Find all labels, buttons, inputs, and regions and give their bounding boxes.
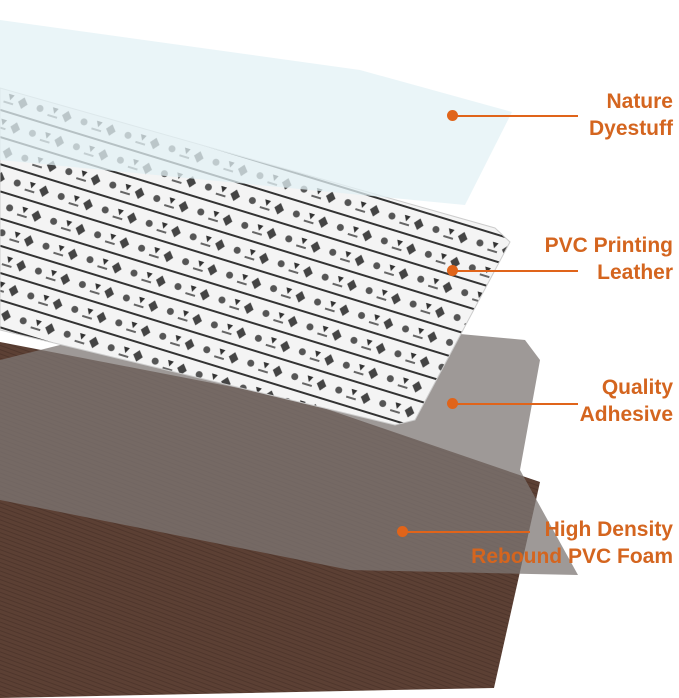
label-line: Dyestuff	[588, 117, 673, 140]
callout-line-pvc-leather	[452, 270, 578, 272]
label-line: Quality	[601, 376, 673, 399]
label-line: Leather	[597, 261, 673, 284]
label-line: Nature	[606, 90, 673, 113]
callout-line-adhesive	[452, 403, 578, 405]
label-line: High Density	[544, 518, 673, 541]
label-line: PVC Printing	[544, 234, 673, 257]
film-layer	[0, 20, 512, 205]
label-line: Rebound PVC Foam	[471, 545, 673, 568]
label-line: Adhesive	[579, 403, 673, 426]
callout-line-foam	[402, 531, 530, 533]
callout-line-film	[452, 115, 578, 117]
